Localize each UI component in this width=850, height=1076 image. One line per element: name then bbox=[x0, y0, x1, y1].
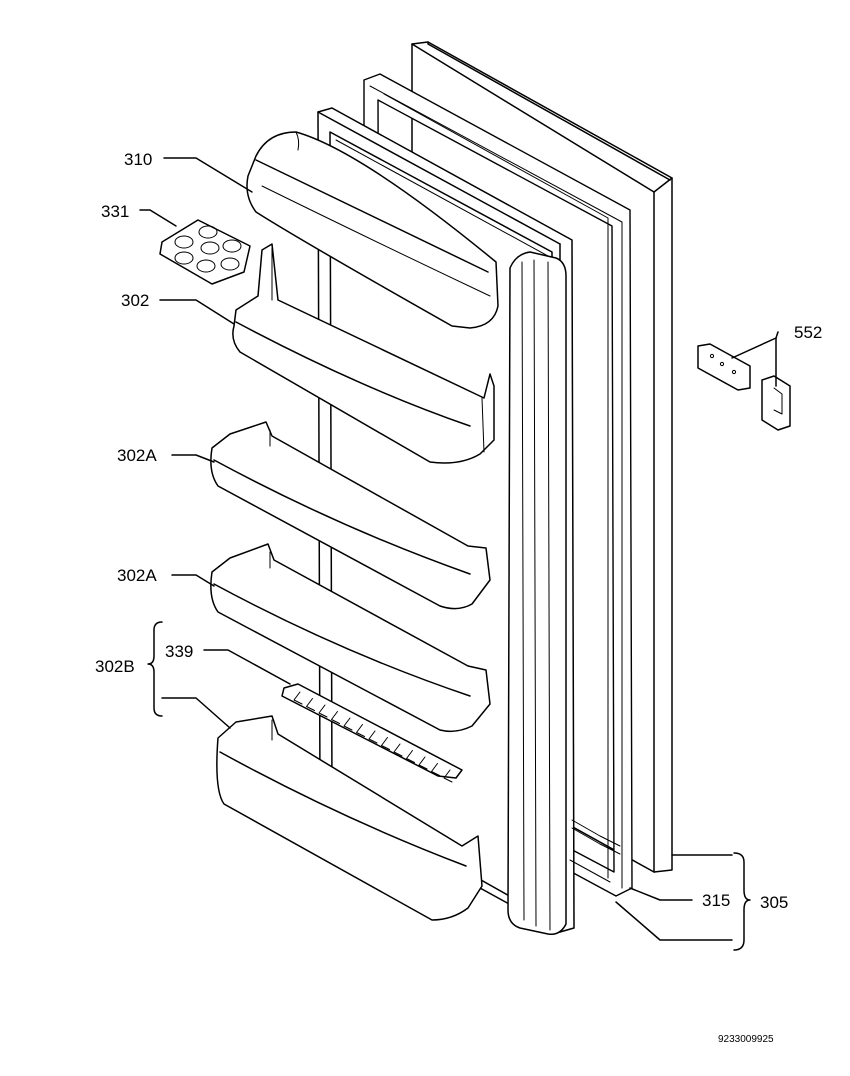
label-302a-middle: 302A bbox=[117, 566, 157, 585]
brace-305 bbox=[733, 852, 751, 951]
egg-tray bbox=[159, 219, 251, 285]
brace-302b bbox=[147, 621, 163, 717]
lower-seal-strip bbox=[569, 819, 621, 883]
label-302a-upper: 302A bbox=[117, 446, 157, 465]
bottle-shelf bbox=[216, 715, 483, 921]
retainer-tooth bbox=[368, 730, 378, 744]
label-331: 331 bbox=[101, 202, 129, 221]
retainer-tooth bbox=[293, 691, 303, 705]
hinge-bracket bbox=[761, 375, 791, 431]
leader-lines bbox=[139, 157, 779, 941]
label-305: 305 bbox=[760, 893, 788, 912]
retainer-tooth bbox=[443, 769, 453, 783]
retainer-tooth bbox=[318, 704, 328, 718]
retainer-tooth bbox=[431, 763, 440, 776]
label-315: 315 bbox=[702, 891, 730, 910]
retainer-tooth bbox=[406, 750, 415, 763]
label-339: 339 bbox=[165, 642, 193, 661]
label-302: 302 bbox=[121, 291, 149, 310]
label-310: 310 bbox=[124, 150, 152, 169]
retainer-tooth bbox=[381, 737, 390, 750]
retainer-tooth bbox=[356, 724, 365, 737]
retainer-tooth bbox=[331, 711, 340, 724]
retainer-tooth bbox=[418, 756, 428, 770]
door-shelf-a-upper bbox=[210, 421, 491, 610]
retainer-teeth bbox=[293, 691, 453, 783]
retainer-tooth bbox=[393, 743, 403, 757]
bottle-retainer-comb bbox=[281, 683, 463, 783]
retainer-tooth bbox=[306, 698, 315, 711]
hinge-plate bbox=[697, 343, 751, 391]
door-shelf-a-middle bbox=[210, 543, 491, 733]
label-302b: 302B bbox=[95, 657, 135, 676]
dairy-compartment-cover bbox=[246, 131, 499, 329]
document-number: 9233009925 bbox=[718, 1034, 774, 1045]
retainer-tooth bbox=[343, 717, 353, 731]
upper-door-shelf bbox=[232, 243, 495, 464]
label-552: 552 bbox=[794, 323, 822, 342]
door-rim-profile bbox=[507, 251, 567, 936]
